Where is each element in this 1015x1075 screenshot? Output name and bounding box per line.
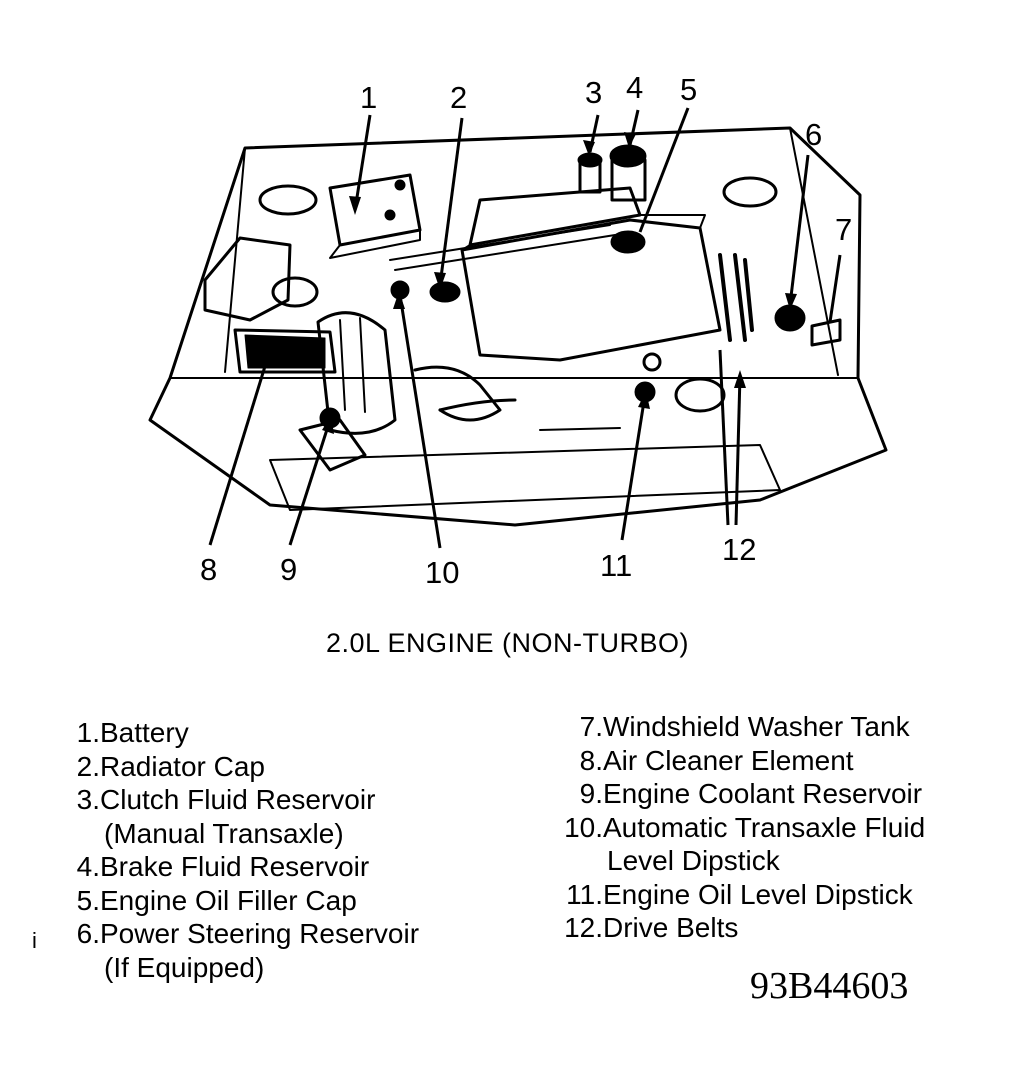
legend-item: 1. Battery	[60, 716, 419, 750]
fender-outline	[148, 126, 888, 527]
callout-11: 11	[600, 548, 632, 583]
legend-text-continued: (Manual Transaxle)	[104, 817, 344, 849]
callout-8: 8	[200, 552, 217, 587]
legend-text-continued: Level Dipstick	[607, 845, 780, 876]
leader-5	[638, 107, 690, 233]
legend-item: 7. Windshield Washer Tank	[555, 710, 925, 744]
legend-item: 4. Brake Fluid Reservoir	[60, 850, 419, 884]
leader-7	[828, 254, 842, 323]
legend-number: 12.	[564, 912, 603, 943]
legend-text: Battery	[100, 717, 189, 748]
legend-text-continued: (If Equipped)	[104, 951, 265, 983]
legend-number: 11.	[566, 878, 603, 910]
legend-item: 11. Engine Oil Level Dipstick	[555, 878, 925, 912]
legend-number: 1.	[76, 717, 100, 748]
figure-caption: 2.0L ENGINE (NON-TURBO)	[325, 628, 690, 658]
engine-compartment-drawing: 1 2 3 4 5 6 7 8 9 10 11 12	[148, 70, 888, 590]
leader-8	[208, 349, 272, 546]
callout-2: 2	[450, 80, 467, 115]
legend-text: Engine Oil Filler Cap	[100, 884, 357, 916]
leader-10	[398, 294, 442, 549]
leader-9	[288, 419, 332, 546]
legend-number: 7.	[579, 711, 603, 742]
leader-12a	[718, 349, 730, 526]
legend-item: 10. Automatic Transaxle Fluid	[555, 811, 925, 845]
legend-text: Radiator Cap	[100, 750, 265, 782]
leader-12b	[734, 374, 742, 526]
legend-text: Drive Belts	[603, 912, 739, 943]
legend-number: 5.	[76, 884, 100, 916]
legend-text: Windshield Washer Tank	[603, 711, 910, 742]
legend-item: 5. Engine Oil Filler Cap	[60, 884, 419, 918]
callout-4: 4	[626, 70, 643, 105]
battery-shape	[328, 173, 422, 247]
leader-1	[353, 114, 372, 211]
engine-cover	[460, 218, 722, 362]
legend-number: 8.	[579, 744, 603, 776]
leader-11	[620, 394, 647, 541]
legend-item: 9. Engine Coolant Reservoir	[555, 777, 925, 811]
leader-6	[788, 154, 810, 306]
callout-9: 9	[280, 552, 297, 587]
margin-mark: i	[32, 928, 37, 953]
legend-item: 2. Radiator Cap	[60, 750, 419, 784]
leader-2	[438, 117, 464, 286]
callout-1: 1	[360, 80, 377, 115]
legend-number: 10.	[564, 811, 603, 843]
legend-text: Brake Fluid Reservoir	[100, 851, 370, 882]
callout-12: 12	[722, 532, 756, 567]
legend-item: 6. Power Steering Reservoir	[60, 917, 419, 951]
callout-7: 7	[835, 212, 852, 247]
legend-number: 6.	[76, 918, 100, 949]
legend-number: 3.	[76, 784, 100, 815]
legend-number: 4.	[76, 851, 100, 882]
legend-text: Automatic Transaxle Fluid	[603, 811, 926, 843]
legend-text: Clutch Fluid Reservoir	[100, 784, 376, 815]
legend-item: 12. Drive Belts	[555, 911, 925, 945]
legend-text: Engine Coolant Reservoir	[603, 778, 923, 809]
legend-number: 2.	[76, 750, 100, 782]
legend-text: Power Steering Reservoir	[100, 918, 420, 949]
callout-10: 10	[425, 555, 459, 590]
legend-item: 3. Clutch Fluid Reservoir	[60, 783, 419, 817]
legend-number: 9.	[579, 778, 603, 809]
legend-text: Engine Oil Level Dipstick	[603, 878, 913, 910]
callout-5: 5	[680, 72, 697, 107]
callout-3: 3	[585, 75, 602, 110]
callout-6: 6	[805, 117, 822, 152]
legend-item: 8. Air Cleaner Element	[555, 744, 925, 778]
legend-text: Air Cleaner Element	[603, 744, 854, 776]
figure-id: 93B44603	[750, 965, 909, 1007]
